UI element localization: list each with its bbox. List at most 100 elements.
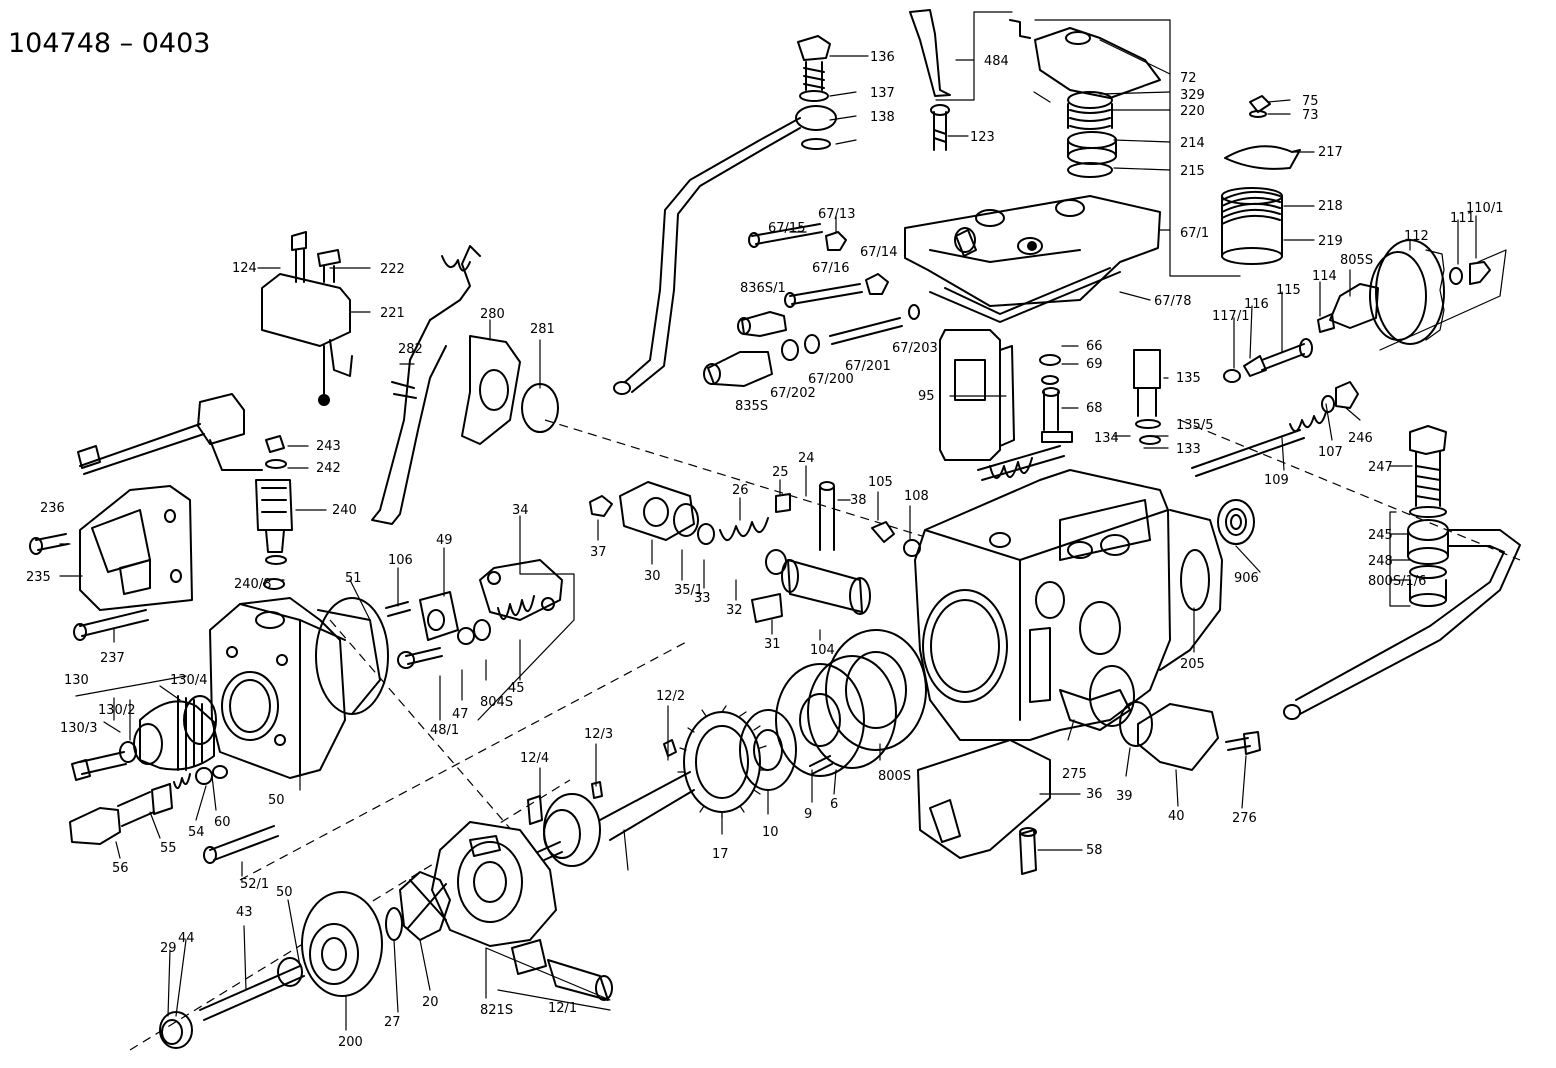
part-label: 109 (1264, 473, 1289, 488)
pump-cover-29 (159, 891, 383, 1049)
part-label: 73 (1302, 108, 1319, 123)
part-label: 217 (1318, 145, 1343, 160)
part-label: 906 (1234, 571, 1259, 586)
gear-12-4 (677, 705, 767, 819)
part-label: 39 (1116, 789, 1133, 804)
shaft-108 (1191, 381, 1359, 477)
part-label: 130 (64, 673, 89, 688)
part-label: 104 (810, 643, 835, 658)
part-label: 117/1 (1212, 309, 1249, 324)
part-label: 112 (1404, 229, 1429, 244)
part-labels: 136 137 138 484 72 329 220 214 215 123 6… (26, 50, 1503, 1050)
drawing-title: 104748 – 0403 (8, 28, 210, 59)
valve-130 (71, 695, 217, 781)
part-label: 31 (764, 637, 781, 652)
part-label: 220 (1180, 104, 1205, 119)
part-label: 247 (1368, 460, 1393, 475)
part-label: 36 (1086, 787, 1103, 802)
part-label: 240/8 (234, 577, 271, 592)
part-label: 800S/1/6 (1368, 574, 1426, 589)
part-label: 135/5 (1176, 418, 1213, 433)
part-label: 32 (726, 603, 743, 618)
part-label: 12/3 (584, 727, 613, 742)
part-label: 133 (1176, 442, 1201, 457)
part-label: 72 (1180, 71, 1197, 86)
part-label: 54 (188, 825, 205, 840)
part-label: 67/201 (845, 359, 891, 374)
part-label: 60 (214, 815, 231, 830)
flyweight-assembly-112 (1223, 239, 1507, 383)
governor-cover-assembly (904, 9, 1161, 323)
part-label: 12/2 (656, 689, 685, 704)
part-label: 24 (798, 451, 815, 466)
part-label: 110/1 (1466, 201, 1503, 216)
part-label: 235 (26, 570, 51, 585)
part-label: 10 (762, 825, 779, 840)
part-label: 47 (452, 707, 469, 722)
bracket-221 (261, 231, 353, 406)
part-label: 44 (178, 931, 195, 946)
part-label: 243 (316, 439, 341, 454)
shaft-seal-800s-1-6 (1217, 499, 1255, 545)
part-label: 67/15 (768, 221, 805, 236)
part-label: 38 (850, 493, 867, 508)
part-label: 214 (1180, 136, 1205, 151)
part-label: 67/16 (812, 261, 849, 276)
part-label: 67/1 (1180, 226, 1209, 241)
part-label: 115 (1276, 283, 1301, 298)
pump-housing (914, 469, 1223, 741)
lever-280 (371, 245, 559, 525)
sensor-240 (77, 393, 293, 590)
part-label: 12/4 (520, 751, 549, 766)
part-label: 25 (772, 465, 789, 480)
part-label: 20 (422, 995, 439, 1010)
part-label: 221 (380, 306, 405, 321)
part-label: 45 (508, 681, 525, 696)
part-label: 130/2 (98, 703, 135, 718)
part-label: 49 (436, 533, 453, 548)
part-label: 9 (804, 807, 812, 822)
part-label: 108 (904, 489, 929, 504)
part-label: 135 (1176, 371, 1201, 386)
part-label: 43 (236, 905, 253, 920)
part-label: 248 (1368, 554, 1393, 569)
part-label: 111 (1450, 211, 1475, 226)
part-label: 138 (870, 110, 895, 125)
part-label: 237 (100, 651, 125, 666)
part-label: 136 (870, 50, 895, 65)
part-label: 52/1 (240, 877, 269, 892)
part-label: 276 (1232, 811, 1257, 826)
part-label: 105 (868, 475, 893, 490)
adjust-screw-136 (613, 35, 837, 395)
part-label: 27 (384, 1015, 401, 1030)
part-label: 137 (870, 86, 895, 101)
part-label: 275 (1062, 767, 1087, 782)
part-label: 67/14 (860, 245, 897, 260)
part-label: 282 (398, 342, 423, 357)
part-label: 35/1 (674, 583, 703, 598)
part-label: 30 (644, 569, 661, 584)
governor-spring-217-219 (1221, 95, 1301, 265)
part-label: 67/202 (770, 386, 816, 401)
part-label: 48/1 (430, 723, 459, 738)
part-label: 280 (480, 307, 505, 322)
part-label: 50 (268, 793, 285, 808)
fitting-58 (69, 765, 279, 864)
leader-lines (59, 11, 1477, 1031)
part-label: 67/203 (892, 341, 938, 356)
part-label: 17 (712, 847, 729, 862)
part-label: 200 (338, 1035, 363, 1050)
part-label: 218 (1318, 199, 1343, 214)
part-label: 26 (732, 483, 749, 498)
rotor-20 (431, 821, 613, 1001)
part-label: 6 (830, 797, 838, 812)
part-label: 37 (590, 545, 607, 560)
part-label: 130/3 (60, 721, 97, 736)
part-label: 800S (878, 769, 911, 784)
cover-39 (1089, 665, 1261, 771)
part-label: 215 (1180, 164, 1205, 179)
part-label: 219 (1318, 234, 1343, 249)
part-label: 836S/1 (740, 281, 786, 296)
part-label: 68 (1086, 401, 1103, 416)
